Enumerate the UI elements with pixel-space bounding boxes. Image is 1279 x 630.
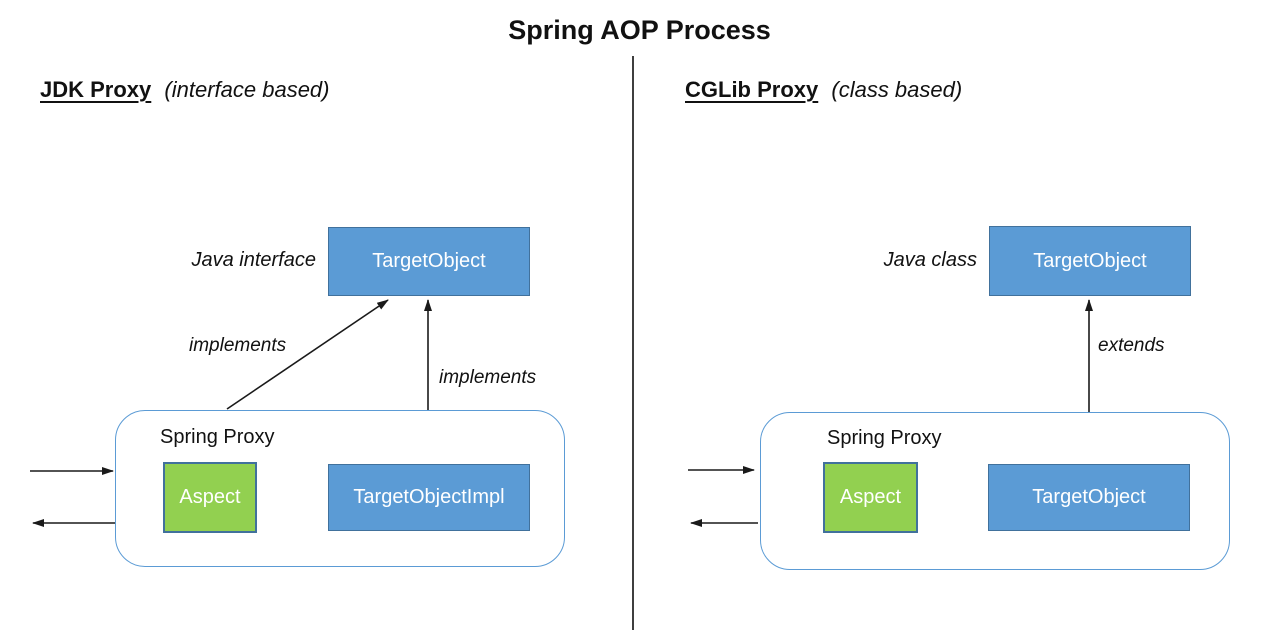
- jdk-proxy-heading-title: JDK Proxy: [40, 77, 152, 102]
- left-aspect-box: Aspect: [163, 462, 257, 533]
- cglib-proxy-heading-qualifier: (class based): [831, 77, 963, 102]
- left-impl-implements-label: implements: [439, 367, 537, 388]
- left-target-object-impl-box: TargetObjectImpl: [328, 464, 530, 531]
- java-interface-label: Java interface: [191, 249, 316, 271]
- right-spring-proxy-label: Spring Proxy: [827, 427, 942, 449]
- cglib-proxy-heading: CGLib Proxy (class based): [685, 77, 962, 103]
- section-divider-line: [632, 56, 634, 630]
- left-target-object-box: TargetObject: [328, 227, 530, 296]
- cglib-proxy-heading-title: CGLib Proxy: [685, 77, 819, 102]
- left-proxy-implements-label: implements: [189, 335, 287, 356]
- right-extends-label: extends: [1098, 335, 1165, 356]
- right-target-object-box: TargetObject: [989, 226, 1191, 296]
- jdk-proxy-heading-qualifier: (interface based): [164, 77, 330, 102]
- jdk-proxy-heading: JDK Proxy (interface based): [40, 77, 330, 103]
- java-class-label: Java class: [883, 249, 977, 271]
- right-aspect-box: Aspect: [823, 462, 918, 533]
- right-target-object-inner-box: TargetObject: [988, 464, 1190, 531]
- page-title: Spring AOP Process: [508, 15, 771, 45]
- left-spring-proxy-label: Spring Proxy: [160, 426, 275, 448]
